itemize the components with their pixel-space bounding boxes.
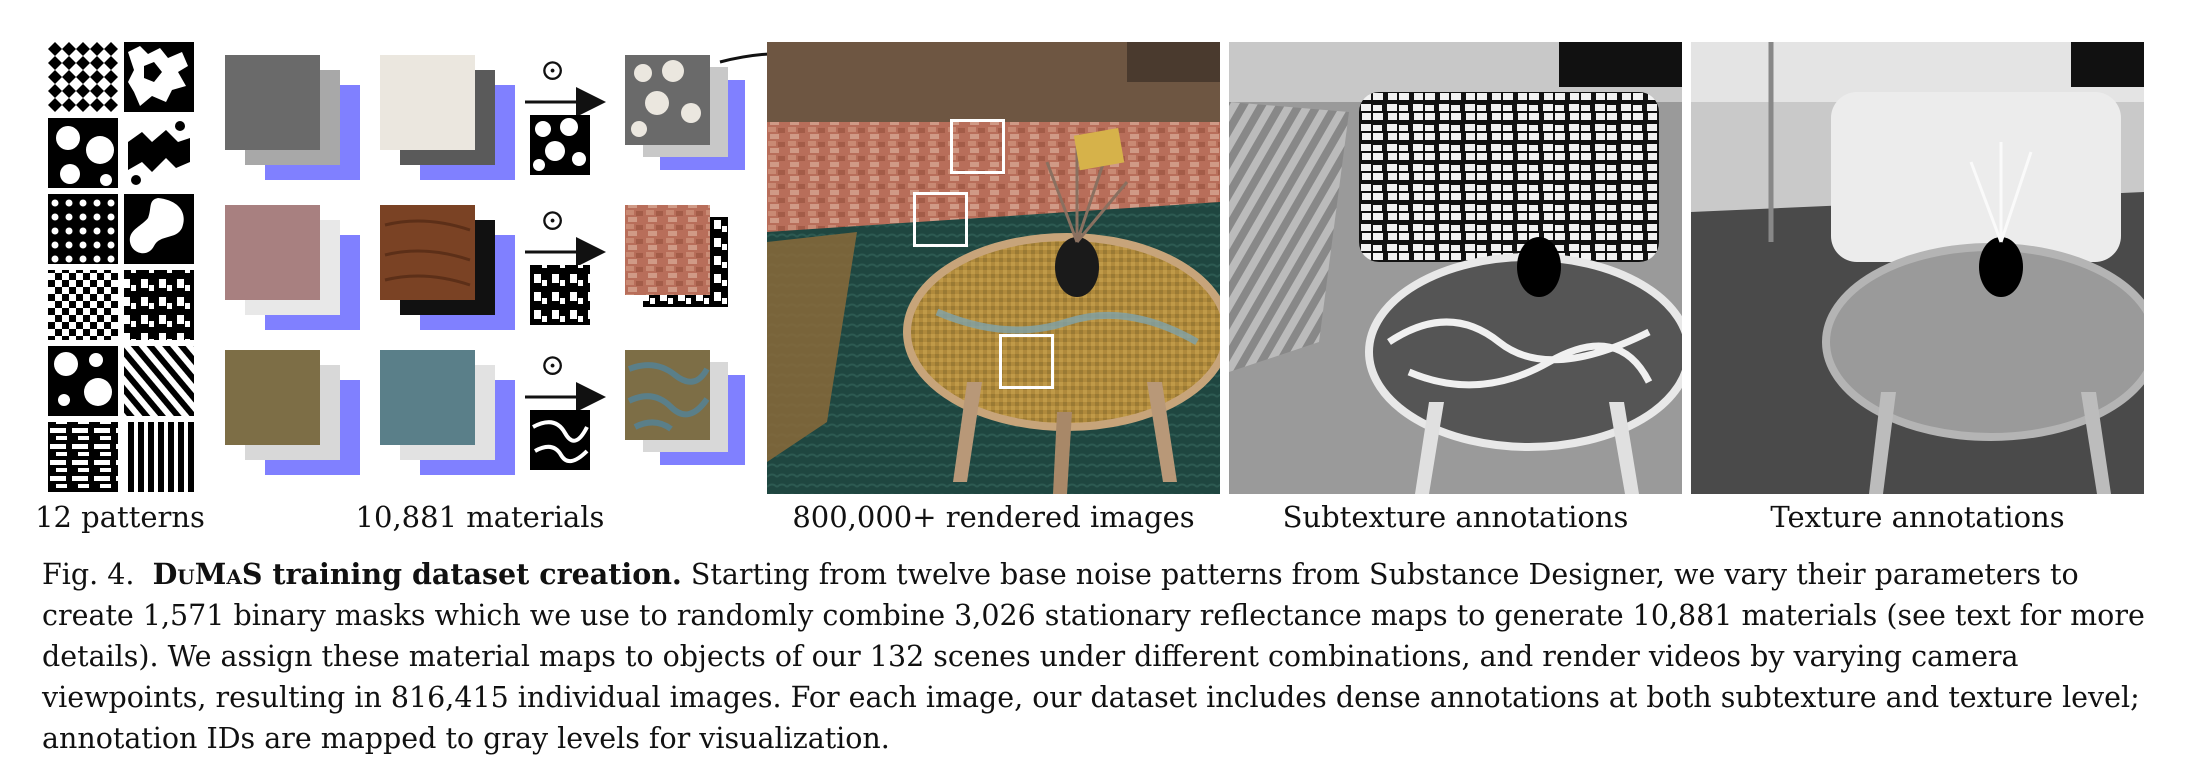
operator-symbol-3: ⊙ (540, 348, 566, 383)
pattern-diamond (48, 42, 118, 112)
rendered-label: 800,000+ rendered images (792, 500, 1195, 534)
material-stack-wood (380, 205, 515, 330)
caption-body: Starting from twelve base noise patterns… (42, 558, 2145, 755)
operator-symbol-2: ⊙ (540, 203, 566, 238)
rendered-scene (767, 42, 1220, 494)
pattern-cells (124, 270, 194, 340)
materials-illustration (225, 55, 745, 475)
pattern-diagonal-stripes (124, 346, 194, 416)
pattern-big-circles (48, 118, 118, 188)
material-stack-teal (380, 350, 515, 475)
caption-title: DuMaS training dataset creation. (152, 557, 682, 591)
pattern-blob-noise (124, 118, 194, 188)
patterns-label: 12 patterns (35, 500, 205, 534)
patterns-grid (48, 42, 194, 492)
rendered-image (767, 42, 1220, 494)
figure-caption: Fig. 4. DuMaS training dataset creation.… (42, 554, 2172, 759)
output-stack-1 (625, 55, 745, 170)
texture-map (1691, 42, 2144, 494)
material-stack-pink (225, 205, 360, 330)
output-stack-3 (625, 350, 745, 465)
subtexture-label: Subtexture annotations (1282, 500, 1629, 534)
output-stack-2 (625, 205, 728, 307)
material-stack-cream (380, 55, 515, 180)
materials-panel: ⊙ ⊙ ⊙ (225, 53, 745, 485)
subtexture-map (1229, 42, 1682, 494)
mask-blobs (530, 115, 590, 175)
figure-number: Fig. 4. (42, 558, 135, 591)
mask-curves (530, 410, 590, 470)
pattern-organic-blobs (124, 194, 194, 264)
pattern-splotch-noise (124, 42, 194, 112)
pattern-dots (48, 194, 118, 264)
highlight-box-1 (950, 119, 1005, 174)
pattern-checker (48, 270, 118, 340)
material-stack-olive (225, 350, 360, 475)
highlight-box-2 (913, 192, 968, 247)
subtexture-annotation-image (1229, 42, 1682, 494)
pattern-vertical-bars (124, 422, 194, 492)
highlight-box-3 (999, 334, 1054, 389)
materials-label: 10,881 materials (355, 500, 605, 534)
operator-symbol-1: ⊙ (540, 53, 566, 88)
material-stack-gray (225, 55, 360, 180)
texture-annotation-image (1691, 42, 2144, 494)
mask-cells (530, 265, 590, 325)
pattern-bricks (48, 422, 118, 492)
pattern-mixed-circles (48, 346, 118, 416)
texture-label: Texture annotations (1770, 500, 2065, 534)
patterns-panel (48, 42, 196, 494)
